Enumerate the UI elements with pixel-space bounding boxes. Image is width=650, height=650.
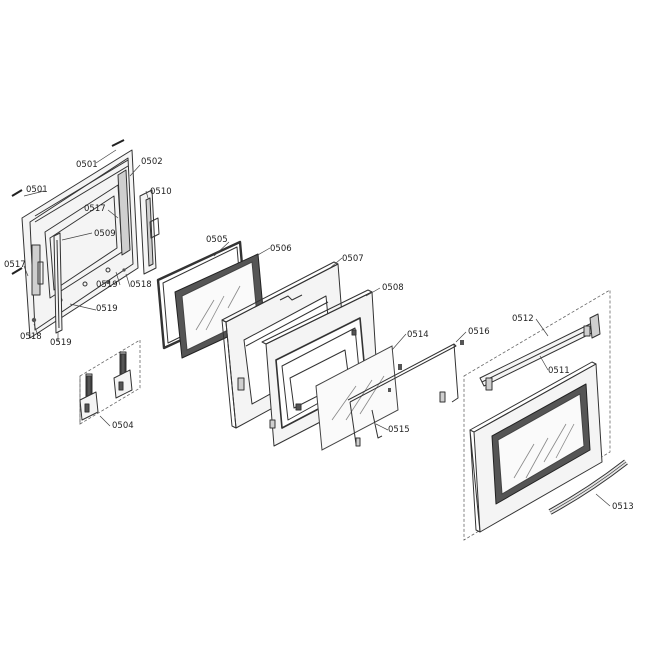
callout-0517-lower: 0517 <box>4 260 26 270</box>
outer-door-panel <box>469 361 603 533</box>
callout-0505: 0505 <box>206 235 228 245</box>
callout-0513: 0513 <box>612 502 634 512</box>
callout-0502: 0502 <box>141 157 163 167</box>
callout-0510: 0510 <box>150 187 172 197</box>
callout-0501-left: 0501 <box>26 185 48 195</box>
side-trim <box>139 189 160 275</box>
callout-0515: 0515 <box>388 425 410 435</box>
callout-0519-upper: 0519 <box>96 280 118 290</box>
callout-0501-top: 0501 <box>76 160 98 170</box>
callout-labels: 0501 0501 0502 0510 0517 0509 0517 0519 … <box>4 157 634 512</box>
callout-0508: 0508 <box>382 283 404 293</box>
hinge-rod <box>53 232 63 334</box>
bottom-trim <box>548 459 628 515</box>
callout-0518-right: 0518 <box>130 280 152 290</box>
callout-0511: 0511 <box>548 366 570 376</box>
callout-0504: 0504 <box>112 421 134 431</box>
callout-0518-left: 0518 <box>20 332 42 342</box>
screws <box>11 139 126 323</box>
hinge-right <box>113 351 133 399</box>
inner-door-frame <box>21 149 139 339</box>
callout-0516: 0516 <box>468 327 490 337</box>
callout-0514: 0514 <box>407 330 429 340</box>
callout-0506: 0506 <box>270 244 292 254</box>
hinge-left <box>79 373 99 421</box>
glass-bracket <box>347 340 464 447</box>
callout-0509: 0509 <box>94 229 116 239</box>
leader-lines <box>23 149 611 507</box>
callout-0507: 0507 <box>342 254 364 264</box>
door-handle <box>479 313 601 391</box>
callout-0517-upper: 0517 <box>84 204 106 214</box>
callout-0519-lower: 0519 <box>50 338 72 348</box>
outer-door-box <box>463 289 611 541</box>
callout-0519-mid: 0519 <box>96 304 118 314</box>
door-liner <box>261 289 379 447</box>
callout-0512: 0512 <box>512 314 534 324</box>
